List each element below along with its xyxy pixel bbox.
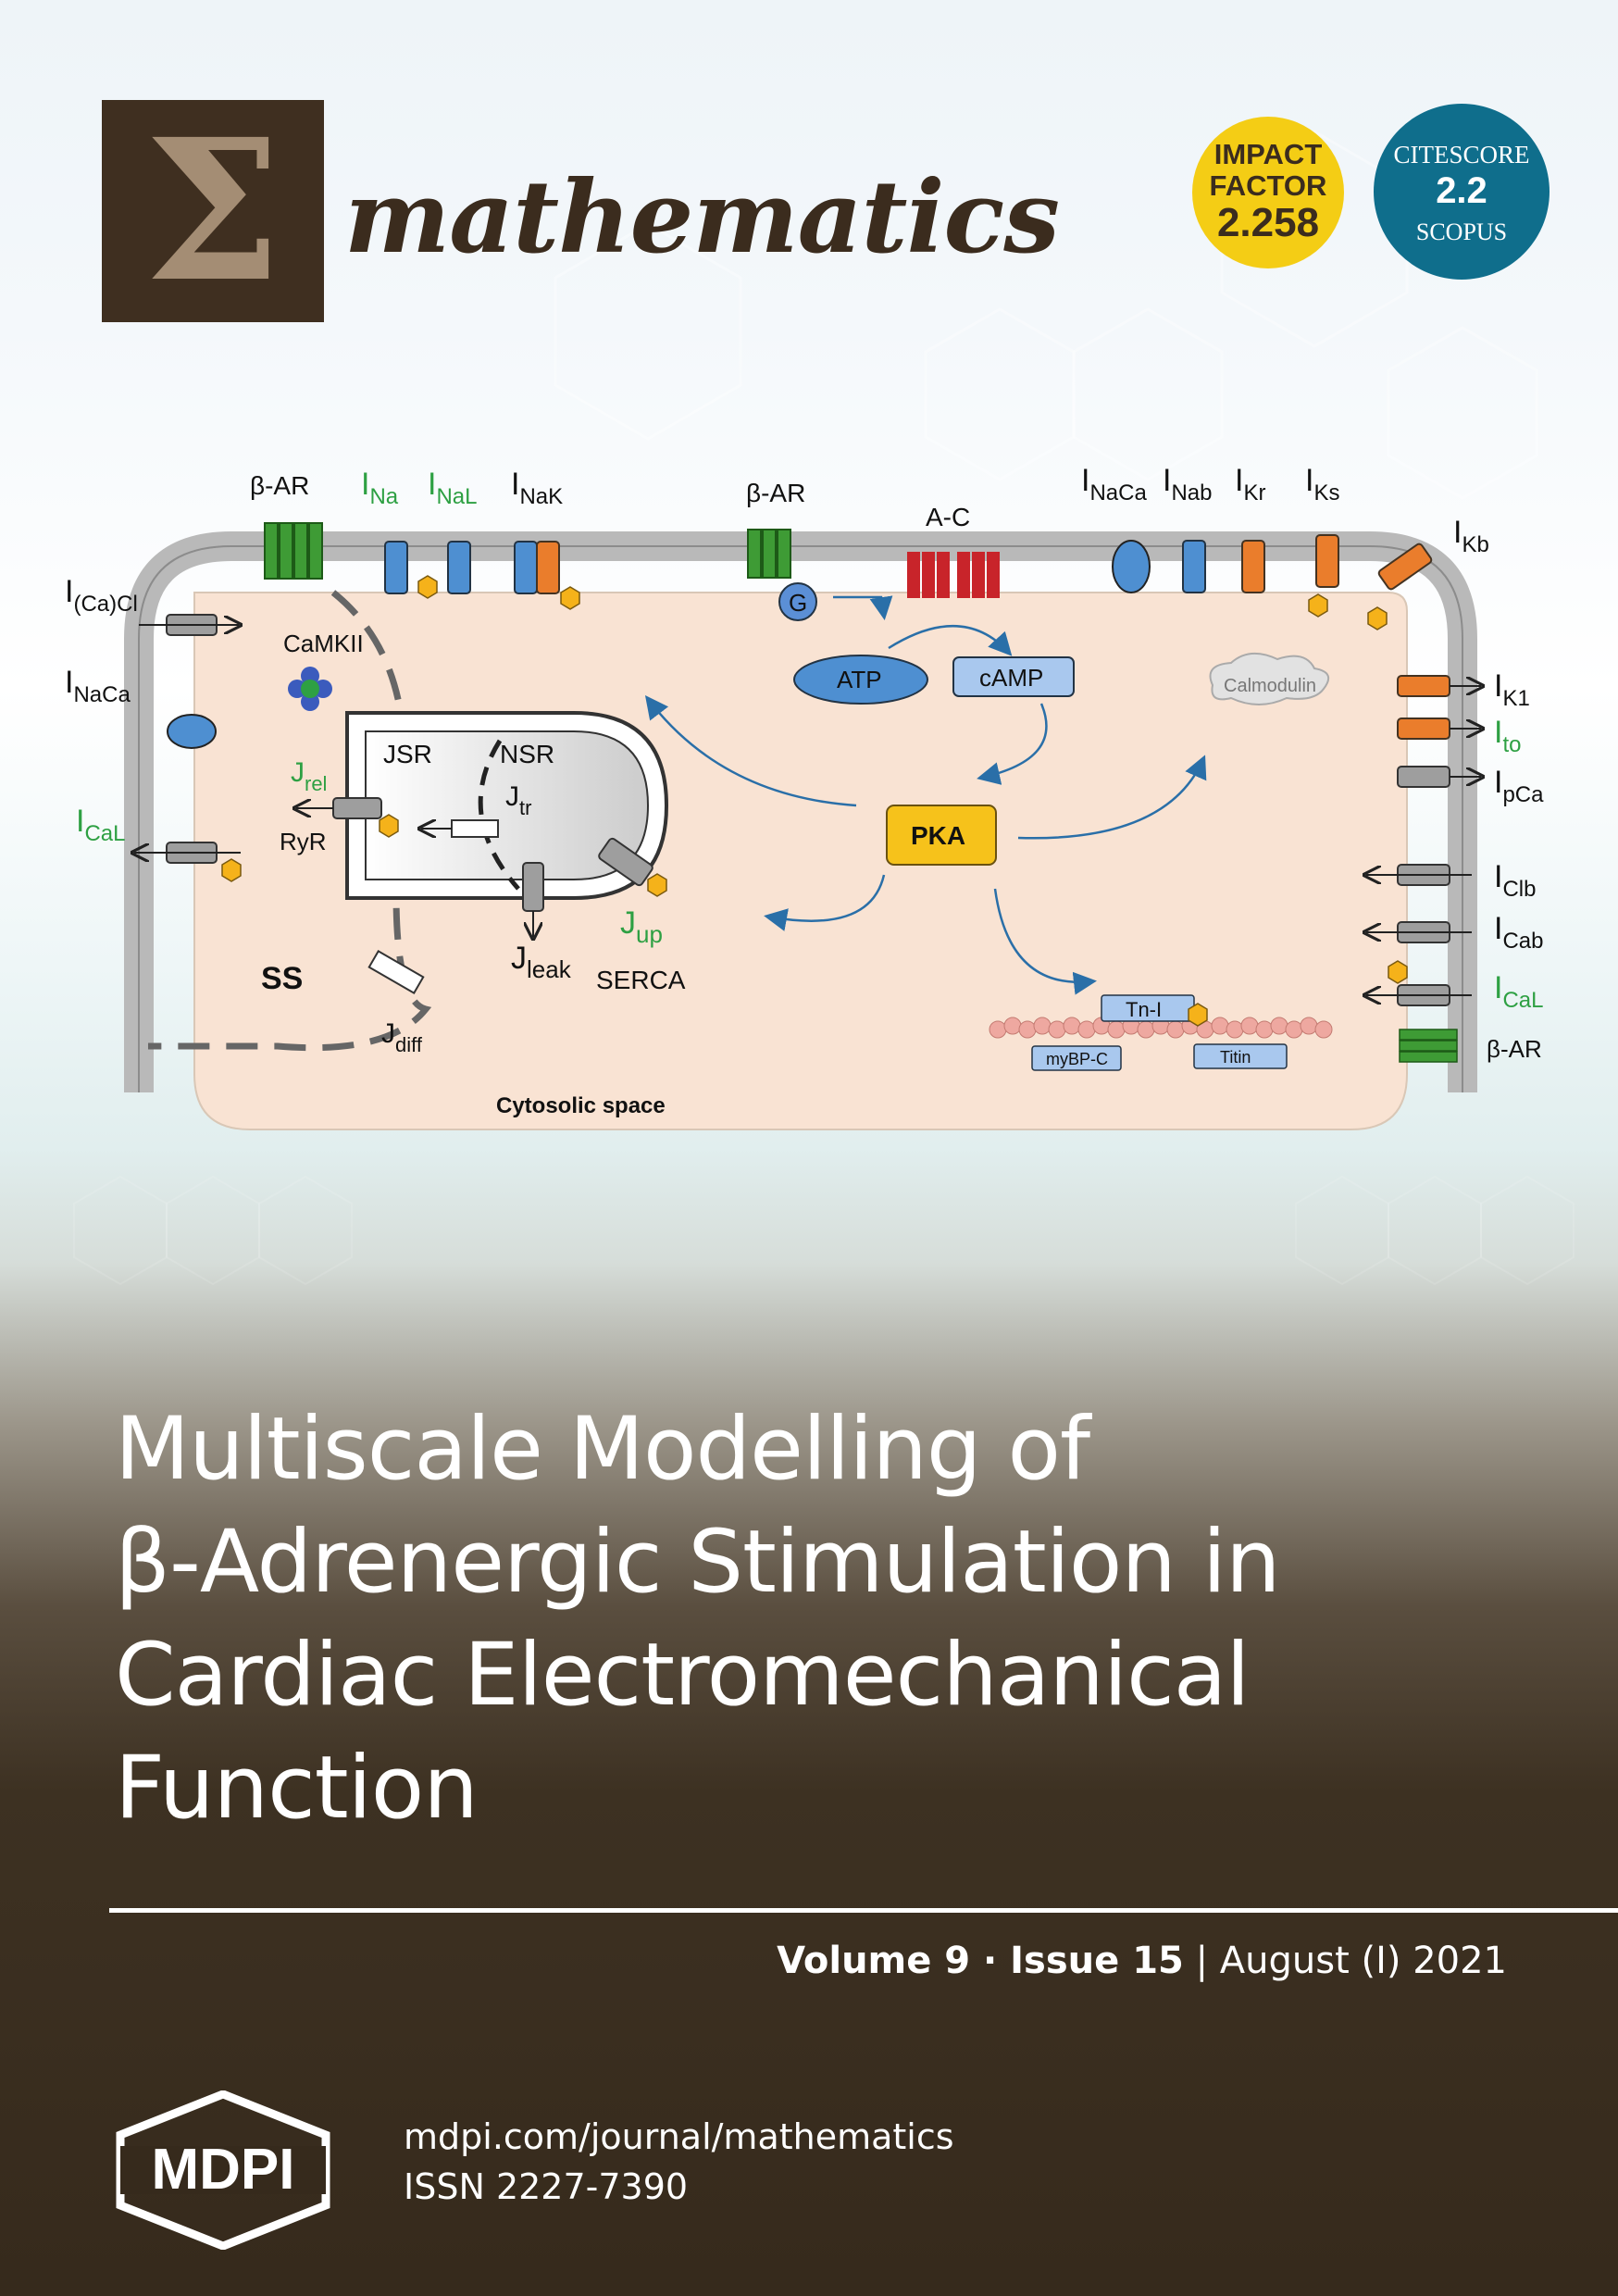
label-jrel: Jrel [291,757,327,795]
label-calmodulin: Calmodulin [1224,676,1316,696]
title-line-4: Function [115,1738,479,1839]
label-beta-ar-1: β-AR [250,471,309,500]
label-jsr: JSR [383,740,432,768]
adenylyl-cyclase [907,552,1000,598]
label-jdiff: Jdiff [381,1018,423,1056]
beta-ar-receptor-right [1399,1029,1458,1063]
impact-factor-line2: FACTOR [1209,169,1327,202]
label-g-protein: G [789,589,807,617]
label-inaca-top: INaCa [1081,463,1147,505]
label-ical-left: ICaL [76,804,125,846]
label-ito: Ito [1494,715,1521,757]
journal-name: mathematics [344,159,1060,276]
label-titin: Titin [1220,1048,1251,1067]
label-iclb: IClb [1494,859,1536,902]
label-iks: IKs [1305,463,1339,505]
cell-diagram: β-AR INa INaL INaK β-AR G A-C INaCa INab… [65,463,1544,1130]
label-inal: INaL [428,467,477,509]
issue-bar: | [1183,1940,1220,1982]
label-cytosolic-space: Cytosolic space [496,1093,666,1118]
label-ical-right: ICaL [1494,970,1543,1013]
impact-factor-badge: IMPACT FACTOR 2.258 [1192,117,1344,268]
citescore-label: CITESCORE [1393,141,1530,168]
label-beta-ar-2: β-AR [746,479,805,507]
label-atp: ATP [837,666,882,693]
citescore-value: 2.2 [1436,170,1487,211]
label-serca: SERCA [596,966,686,994]
label-ina: INa [361,467,399,509]
label-pka: PKA [911,821,965,850]
issue-label: Issue 15 [1010,1940,1184,1982]
mdpi-logo-text: MDPI [152,2138,295,2202]
label-beta-ar-3: β-AR [1487,1035,1542,1063]
label-jup: Jup [620,905,663,948]
camkii-icon [288,667,332,711]
label-inab: INab [1163,463,1212,505]
label-tni: Tn-I [1126,998,1162,1021]
divider-line [109,1908,1618,1913]
article-title: Multiscale Modelling of β-Adrenergic Sti… [115,1393,1522,1845]
label-nsr: NSR [500,740,554,768]
mdpi-logo: MDPI [116,2090,330,2250]
label-inak: INaK [511,467,563,509]
label-camkii: CaMKII [283,630,364,657]
label-camp: cAMP [979,664,1043,692]
label-jtr: Jtr [505,781,531,819]
label-mybpc: myBP-C [1046,1050,1108,1068]
label-ik1: IK1 [1494,668,1530,711]
label-inaca-left: INaCa [65,665,131,707]
issue-separator: · [970,1940,1011,1982]
sigma-icon: Σ [143,96,282,325]
issue-info: Volume 9 · Issue 15 | August (I) 2021 [648,1940,1507,1982]
label-ryr: RyR [280,828,327,855]
beta-ar-receptor-top-left [264,522,323,580]
citescore-badge: CITESCORE 2.2 SCOPUS [1374,104,1550,280]
issn: ISSN 2227-7390 [404,2166,689,2207]
title-line-2: β-Adrenergic Stimulation in [115,1512,1281,1613]
beta-ar-receptor-top-center [747,529,791,579]
label-icacl: I(Ca)Cl [65,574,138,617]
citescore-source: SCOPUS [1415,218,1508,245]
label-icab: ICab [1494,911,1543,954]
label-jleak: Jleak [511,941,572,983]
label-ikb: IKb [1453,515,1489,557]
journal-logo-box [102,100,324,322]
label-ipca: IpCa [1494,765,1544,807]
impact-factor-value: 2.258 [1216,200,1320,245]
label-ss: SS [261,961,303,996]
label-ac: A-C [926,503,970,531]
title-line-3: Cardiac Electromechanical [115,1625,1251,1726]
issue-date: August (I) 2021 [1219,1940,1507,1982]
journal-url[interactable]: mdpi.com/journal/mathematics [404,2116,954,2157]
volume-label: Volume 9 [777,1940,971,1982]
impact-factor-line1: IMPACT [1214,138,1323,170]
title-line-1: Multiscale Modelling of [115,1399,1090,1500]
label-ikr: IKr [1235,463,1265,505]
